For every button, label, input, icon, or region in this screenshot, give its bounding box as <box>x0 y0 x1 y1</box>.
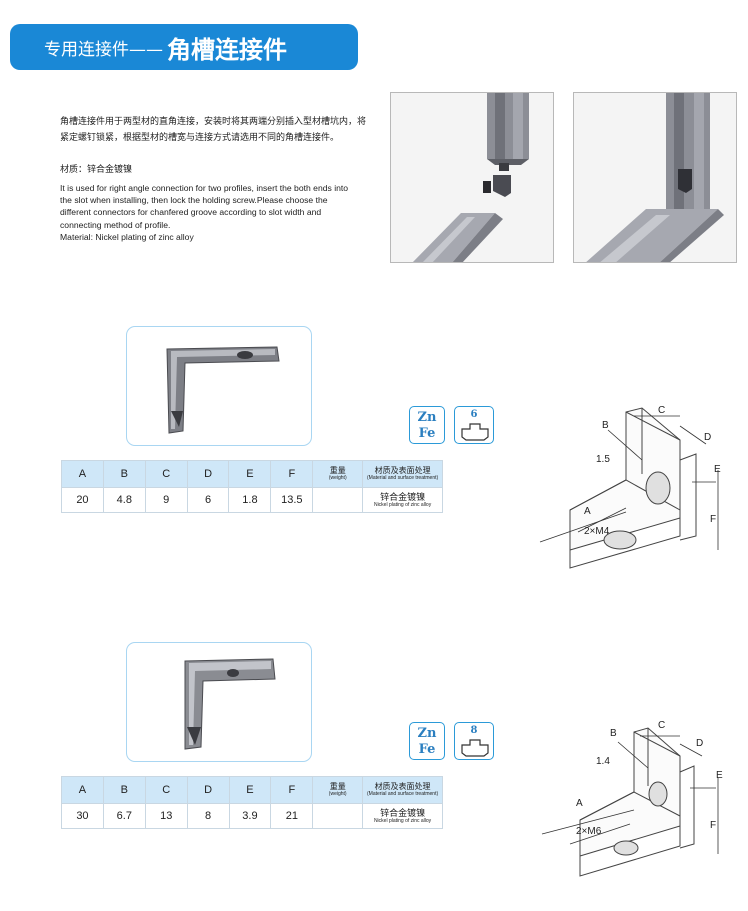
col-header-material: 材质及表面处理 (Material and surface treatment) <box>362 460 443 488</box>
col-header-weight: 重量 (weight) <box>312 776 364 804</box>
value-b: 6.7 <box>102 803 146 829</box>
dim-label-f: F <box>710 820 716 831</box>
slot-badge-2: 8 <box>454 722 494 760</box>
value-f: 21 <box>270 803 314 829</box>
col-header-weight: 重量 (weight) <box>312 460 364 488</box>
value-e: 3.9 <box>228 803 272 829</box>
zn-fe-badge-1: Zn Fe <box>409 406 445 444</box>
table-row: 30 6.7 13 8 3.9 21 锌合金镀镍 Nickel plating … <box>61 803 443 829</box>
description-en-text: It is used for right angle connection fo… <box>60 183 349 230</box>
spec-table-2: A B C D E F 重量 (weight) 材质及表面处理 (Materia… <box>61 776 443 829</box>
value-weight <box>312 487 364 513</box>
dimension-drawing-2: B C D E F 1.4 A 2×M6 <box>541 720 723 877</box>
value-d: 6 <box>186 487 230 513</box>
dim-label-screw: 2×M4 <box>584 526 610 537</box>
zn-fe-badge-2: Zn Fe <box>409 722 445 760</box>
dim-label-c: C <box>658 720 665 731</box>
col-header-c: C <box>144 776 188 804</box>
value-d: 8 <box>186 803 230 829</box>
dim-label-d: D <box>704 432 711 443</box>
value-e: 1.8 <box>228 487 272 513</box>
col-header-f: F <box>270 460 314 488</box>
value-c: 9 <box>144 487 188 513</box>
table-row: 20 4.8 9 6 1.8 13.5 锌合金镀镍 Nickel plating… <box>61 487 443 513</box>
material-value-en: Nickel plating of zinc alloy <box>373 502 432 508</box>
value-material: 锌合金镀镍 Nickel plating of zinc alloy <box>362 803 443 829</box>
material-en: Material: Nickel plating of zinc alloy <box>60 231 194 242</box>
dim-label-c: C <box>658 405 665 416</box>
value-b: 4.8 <box>102 487 146 513</box>
slot-width-1: 6 <box>470 409 478 420</box>
dim-label-a: A <box>584 506 591 517</box>
dim-label-e: E <box>714 464 721 475</box>
col-header-f: F <box>270 776 314 804</box>
col-header-b: B <box>102 460 146 488</box>
dim-label-e: E <box>716 770 723 781</box>
col-header-b: B <box>102 776 146 804</box>
description-cn: 角槽连接件用于两型材的直角连接，安装时将其两端分别插入型材槽坑内，将紧定螺钉锁紧… <box>60 117 367 143</box>
col-header-e: E <box>228 776 272 804</box>
col-header-material: 材质及表面处理 (Material and surface treatment) <box>362 776 443 804</box>
zn-label: Zn <box>417 726 437 741</box>
dim-label-d: D <box>696 738 703 749</box>
page-header: 专用连接件—— 角槽连接件 <box>10 24 358 70</box>
dimension-drawing-1: B C D E F 1.5 A 2×M4 <box>539 405 721 569</box>
page-title: 角槽连接件 <box>167 35 287 64</box>
material-value: 锌合金镀镍 <box>380 492 426 502</box>
material-value: 锌合金镀镍 <box>380 808 426 818</box>
zn-label: Zn <box>417 410 437 425</box>
dim-label-thickness: 1.4 <box>596 756 610 767</box>
material-label: 材质及表面处理 <box>374 782 431 791</box>
weight-label: 重量 <box>329 782 346 791</box>
spec-table-1: A B C D E F 重量 (weight) 材质及表面处理 (Materia… <box>61 460 443 513</box>
value-a: 20 <box>61 487 104 513</box>
weight-label-en: (weight) <box>328 791 347 797</box>
header-prefix: 专用连接件—— <box>44 39 163 60</box>
dim-label-b: B <box>610 728 617 739</box>
description-en: It is used for right angle connection fo… <box>60 182 360 243</box>
dim-label-b: B <box>602 420 609 431</box>
material-cn: 材质：锌合金镀镍 <box>60 165 133 175</box>
installation-photo-before <box>390 92 554 263</box>
product-photo-2 <box>126 642 312 762</box>
material-label: 材质及表面处理 <box>374 466 431 475</box>
col-header-d: D <box>186 776 230 804</box>
material-value-en: Nickel plating of zinc alloy <box>373 818 432 824</box>
col-header-d: D <box>186 460 230 488</box>
col-header-e: E <box>228 460 272 488</box>
fe-label: Fe <box>418 742 436 757</box>
product-photo-1 <box>126 326 312 446</box>
weight-label-en: (weight) <box>328 475 347 481</box>
value-c: 13 <box>144 803 188 829</box>
slot-profile-icon <box>461 739 489 757</box>
material-label-en: (Material and surface treatment) <box>367 791 439 797</box>
fe-label: Fe <box>418 426 436 441</box>
slot-badge-1: 6 <box>454 406 494 444</box>
installation-photo-after <box>573 92 737 263</box>
value-weight <box>312 803 364 829</box>
value-a: 30 <box>61 803 104 829</box>
weight-label: 重量 <box>329 466 346 475</box>
value-material: 锌合金镀镍 Nickel plating of zinc alloy <box>362 487 443 513</box>
col-header-a: A <box>61 776 104 804</box>
dim-label-f: F <box>710 514 716 525</box>
col-header-c: C <box>144 460 188 488</box>
material-label-en: (Material and surface treatment) <box>367 475 439 481</box>
slot-width-2: 8 <box>470 725 478 736</box>
col-header-a: A <box>61 460 104 488</box>
value-f: 13.5 <box>270 487 314 513</box>
dim-label-thickness: 1.5 <box>596 454 610 465</box>
slot-profile-icon <box>461 423 489 441</box>
dim-label-a: A <box>576 798 583 809</box>
dim-label-screw: 2×M6 <box>576 826 602 837</box>
